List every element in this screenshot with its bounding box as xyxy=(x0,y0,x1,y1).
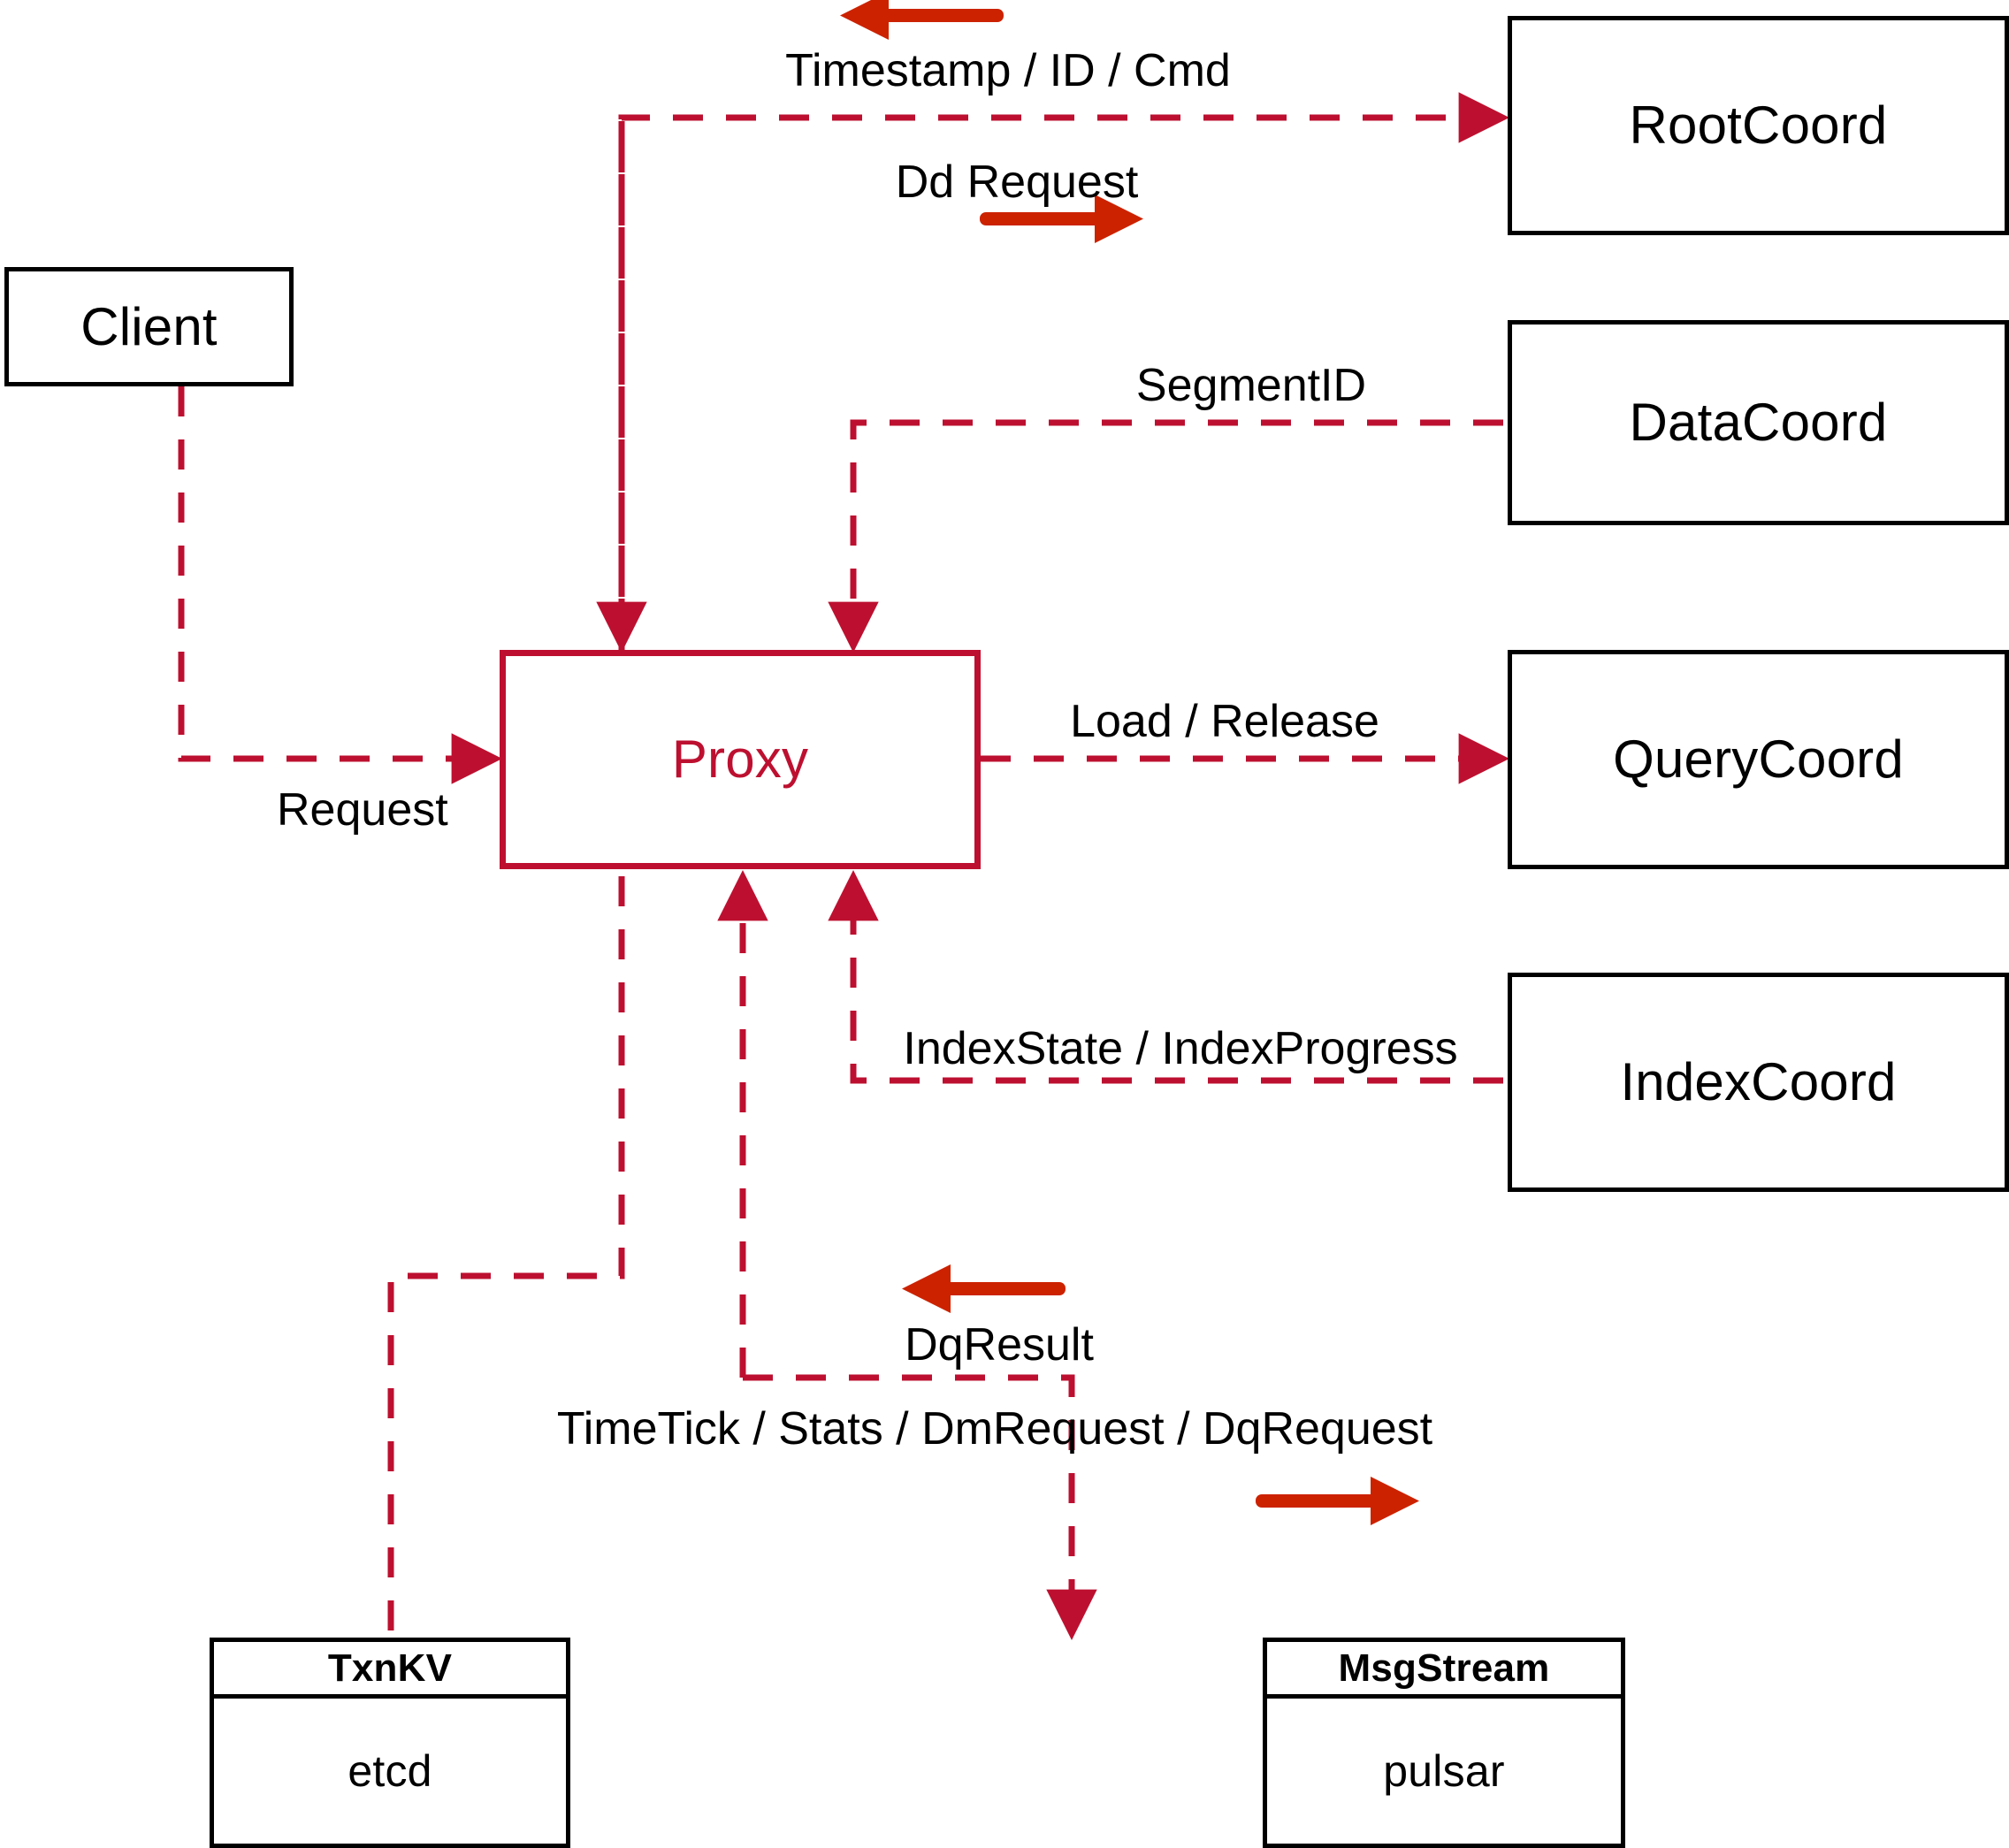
node-querycoord-label: QueryCoord xyxy=(1613,729,1904,789)
node-proxy[interactable]: Proxy xyxy=(500,650,981,869)
edge-label-index-state-progress: IndexState / IndexProgress xyxy=(903,1023,1458,1074)
node-txnkv-title: TxnKV xyxy=(327,1646,453,1690)
edge-label-load-release: Load / Release xyxy=(1070,696,1379,747)
edge-label-timetick-stats: TimeTick / Stats / DmRequest / DqRequest xyxy=(556,1403,1433,1455)
node-indexcoord[interactable]: IndexCoord xyxy=(1508,973,2009,1192)
edge-label-segment-id: SegmentID xyxy=(1135,360,1367,411)
arrow-glyph-timestamp-left xyxy=(840,0,1004,40)
node-msgstream-header: MsgStream xyxy=(1267,1642,1621,1699)
edge-label-timestamp-id-cmd: Timestamp / ID / Cmd xyxy=(785,45,1231,96)
node-txnkv-impl: etcd xyxy=(348,1746,432,1796)
node-txnkv-header: TxnKV xyxy=(214,1642,566,1699)
arrow-glyph-timetick-right xyxy=(1256,1477,1419,1525)
node-msgstream-body: pulsar xyxy=(1267,1699,1621,1844)
node-msgstream[interactable]: MsgStream pulsar xyxy=(1263,1638,1625,1848)
edge-client-to-proxy xyxy=(178,386,503,784)
node-txnkv-body: etcd xyxy=(214,1699,566,1844)
arrow-glyph-dqresult-left xyxy=(902,1264,1066,1313)
node-client[interactable]: Client xyxy=(4,267,294,386)
node-txnkv[interactable]: TxnKV etcd xyxy=(210,1638,570,1848)
node-rootcoord-label: RootCoord xyxy=(1629,95,1888,155)
node-indexcoord-label: IndexCoord xyxy=(1620,1052,1897,1111)
node-datacoord-label: DataCoord xyxy=(1629,393,1888,452)
node-proxy-label: Proxy xyxy=(671,729,809,789)
node-datacoord[interactable]: DataCoord xyxy=(1508,320,2009,525)
node-msgstream-impl: pulsar xyxy=(1383,1746,1505,1796)
edge-datacoord-to-proxy xyxy=(828,419,1503,653)
node-querycoord[interactable]: QueryCoord xyxy=(1508,650,2009,869)
node-rootcoord[interactable]: RootCoord xyxy=(1508,16,2009,235)
edge-label-dq-result: DqResult xyxy=(905,1319,1094,1371)
edge-label-dd-request: Dd Request xyxy=(895,157,1139,208)
edge-label-request: Request xyxy=(277,784,448,836)
node-msgstream-title: MsgStream xyxy=(1338,1646,1550,1690)
edge-proxy-to-txnkv xyxy=(387,876,625,1638)
node-client-label: Client xyxy=(80,296,218,356)
